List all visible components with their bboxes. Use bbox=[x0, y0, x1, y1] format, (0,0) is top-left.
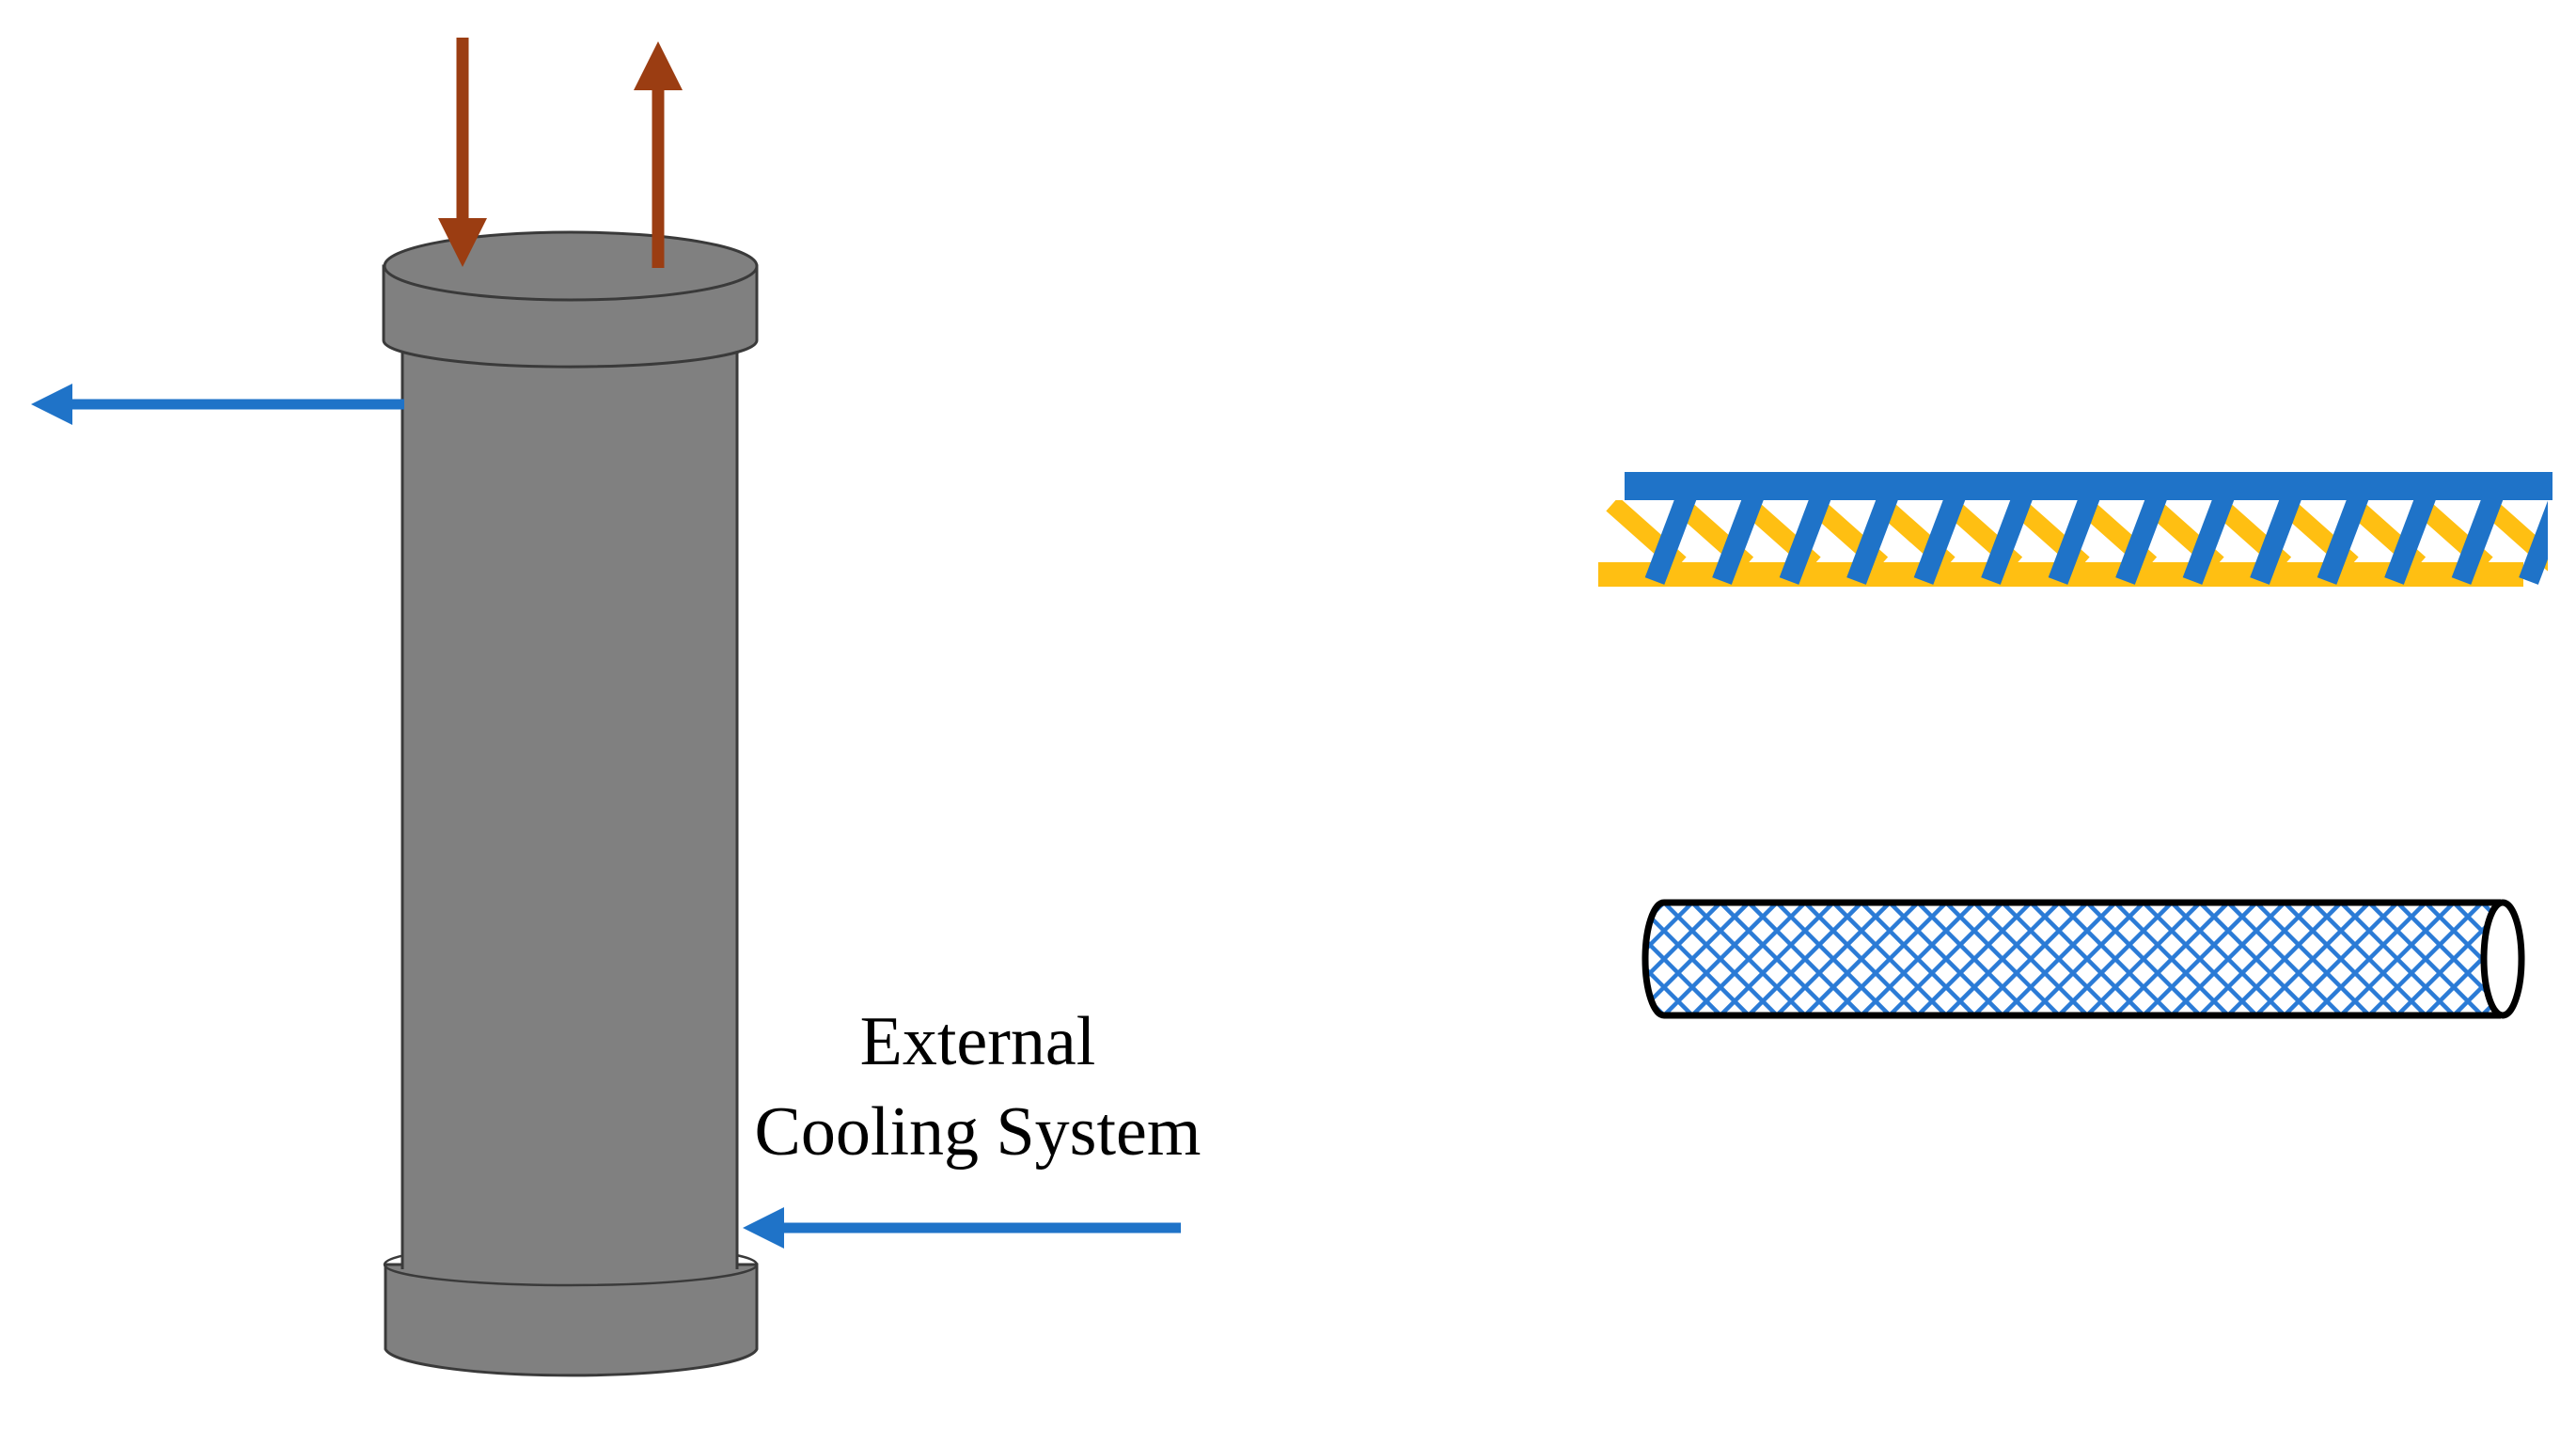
cooling-vessel bbox=[382, 230, 759, 1377]
mesh-strand bbox=[2226, 903, 2343, 1015]
mesh-strand bbox=[2198, 903, 2315, 1015]
fin-blue bbox=[2451, 500, 2504, 585]
fin-blue bbox=[1913, 500, 1966, 585]
mesh-strand bbox=[1803, 903, 1920, 1015]
tube-opening bbox=[2480, 899, 2525, 1019]
mesh-strand bbox=[2538, 903, 2576, 1015]
fin-base-blue bbox=[1625, 472, 2552, 500]
mesh-strand bbox=[2142, 903, 2258, 1015]
mesh-strand bbox=[2057, 903, 2174, 1015]
mesh-strand bbox=[2367, 903, 2484, 1015]
external-cooling-label: External Cooling System bbox=[715, 997, 1241, 1177]
label-line-2: Cooling System bbox=[754, 1093, 1202, 1171]
mesh-strand bbox=[1972, 903, 2089, 1015]
fin-blue bbox=[2115, 500, 2167, 585]
mesh-strand bbox=[2452, 903, 2510, 1015]
fin-blue bbox=[1846, 500, 1898, 585]
mesh-strand bbox=[1662, 903, 1779, 1015]
mesh-strand bbox=[2113, 903, 2230, 1015]
tube-outline bbox=[1641, 899, 2501, 1019]
mesh-strand bbox=[2283, 903, 2399, 1015]
mesh-strand bbox=[1916, 903, 2033, 1015]
vessel-cap-top bbox=[383, 230, 759, 302]
mesh-strand bbox=[1645, 903, 1694, 1015]
mesh-strand bbox=[2001, 903, 2117, 1015]
mesh-strand bbox=[2452, 903, 2510, 1015]
fin-blue bbox=[1779, 500, 1831, 585]
mesh-strand bbox=[2085, 903, 2202, 1015]
fin-blue bbox=[1712, 500, 1764, 585]
fin-strip bbox=[1598, 472, 2552, 587]
mesh-strand bbox=[2254, 903, 2371, 1015]
mesh-strand bbox=[2029, 903, 2145, 1015]
fin-blue bbox=[1981, 500, 2033, 585]
vessel-base bbox=[384, 1263, 759, 1377]
mesh-strand bbox=[2170, 903, 2286, 1015]
fin-blue bbox=[2182, 500, 2235, 585]
mesh-strand bbox=[1719, 903, 1835, 1015]
mesh-strand bbox=[1860, 903, 1976, 1015]
fin-blue bbox=[2384, 500, 2436, 585]
mesh-strand bbox=[1523, 903, 1636, 1015]
fin-blue bbox=[2250, 500, 2301, 585]
mesh-strand bbox=[1944, 903, 2061, 1015]
mesh-strand bbox=[1831, 903, 1948, 1015]
mesh-strand bbox=[2339, 903, 2456, 1015]
mesh-strand bbox=[1690, 903, 1807, 1015]
mesh-strand bbox=[2538, 903, 2576, 1015]
mesh-strand bbox=[2311, 903, 2427, 1015]
fin-blue bbox=[2048, 500, 2100, 585]
vessel-body bbox=[402, 338, 737, 1269]
mesh-tube bbox=[1523, 899, 2576, 1019]
mesh-strand bbox=[1747, 903, 1863, 1015]
fin-yellow bbox=[2547, 510, 2548, 512]
mesh-strand bbox=[1888, 903, 2004, 1015]
fin-blue bbox=[2317, 500, 2369, 585]
mesh-strand bbox=[1645, 903, 1722, 1015]
fin-blue bbox=[1644, 500, 1697, 585]
mesh-strand bbox=[1523, 903, 1636, 1015]
mesh-strand bbox=[1775, 903, 1892, 1015]
mesh-strand bbox=[1645, 903, 1694, 1015]
fin-blue bbox=[2519, 500, 2548, 585]
mesh-strand bbox=[1645, 903, 1751, 1015]
label-line-1: External bbox=[859, 1003, 1096, 1080]
